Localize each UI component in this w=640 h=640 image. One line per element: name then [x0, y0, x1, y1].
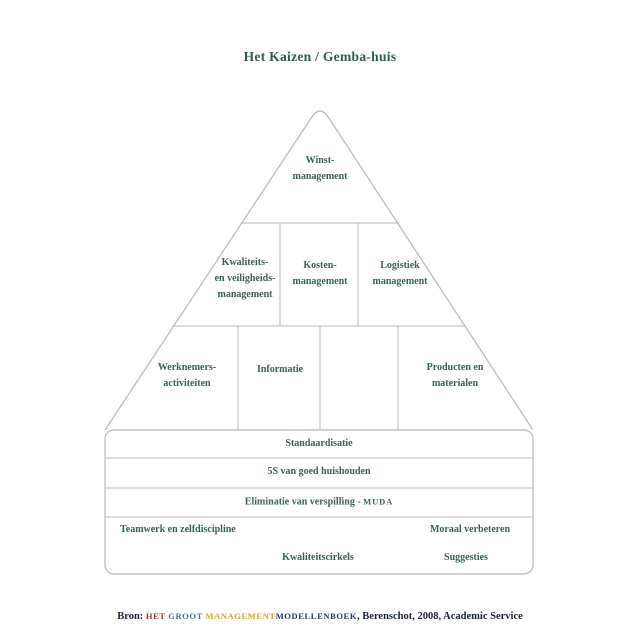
cell-producten-en-materialen: Producten en materialen — [426, 362, 484, 389]
row-5s-van-goed-huishouden: 5S van goed huishouden — [267, 466, 371, 477]
label-moraal-verbeteren: Moraal verbeteren — [429, 524, 511, 535]
book-title-modellenboek: MODELLENBOEK — [275, 611, 358, 621]
cell-kwaliteits-en-veiligheidsmanagement: Kwaliteits- en veiligheids- management — [214, 257, 276, 300]
source-suffix: , Berenschot, 2008, Academic Service — [357, 611, 523, 622]
source-prefix: Bron: — [117, 611, 146, 622]
book-title-management: MANAGEMENT — [205, 611, 276, 621]
cell-kostenmanagement: Kosten- management — [292, 260, 348, 287]
label-teamwerk-en-zelfdiscipline: Teamwerk en zelfdiscipline — [120, 524, 236, 535]
base-house-outline — [104, 429, 534, 575]
book-title-groot: GROOT — [168, 611, 206, 621]
cell-winst-management: Winst- management — [292, 155, 348, 182]
cell-informatie: Informatie — [256, 364, 304, 375]
row-standaardisatie: Standaardisatie — [285, 438, 353, 449]
row-eliminatie-van-verspilling: Eliminatie van verspilling - MUDA — [245, 494, 393, 511]
cell-werknemersactiviteiten: Werknemers- activiteiten — [157, 362, 217, 389]
source-caption: Bron: HET GROOT MANAGEMENTMODELLENBOEK, … — [0, 611, 640, 622]
page-title: Het Kaizen / Gemba-huis — [243, 49, 397, 64]
muda-label: MUDA — [363, 496, 394, 507]
label-suggesties: Suggesties — [444, 552, 488, 563]
pyramid-triangle-outline — [104, 110, 534, 431]
cell-logistiek-management: Logistiek management — [372, 260, 428, 287]
eliminatie-label: Eliminatie van verspilling - — [244, 496, 364, 508]
book-title-het: HET — [145, 611, 169, 621]
label-kwaliteitscirkels: Kwaliteitscirkels — [282, 552, 354, 563]
